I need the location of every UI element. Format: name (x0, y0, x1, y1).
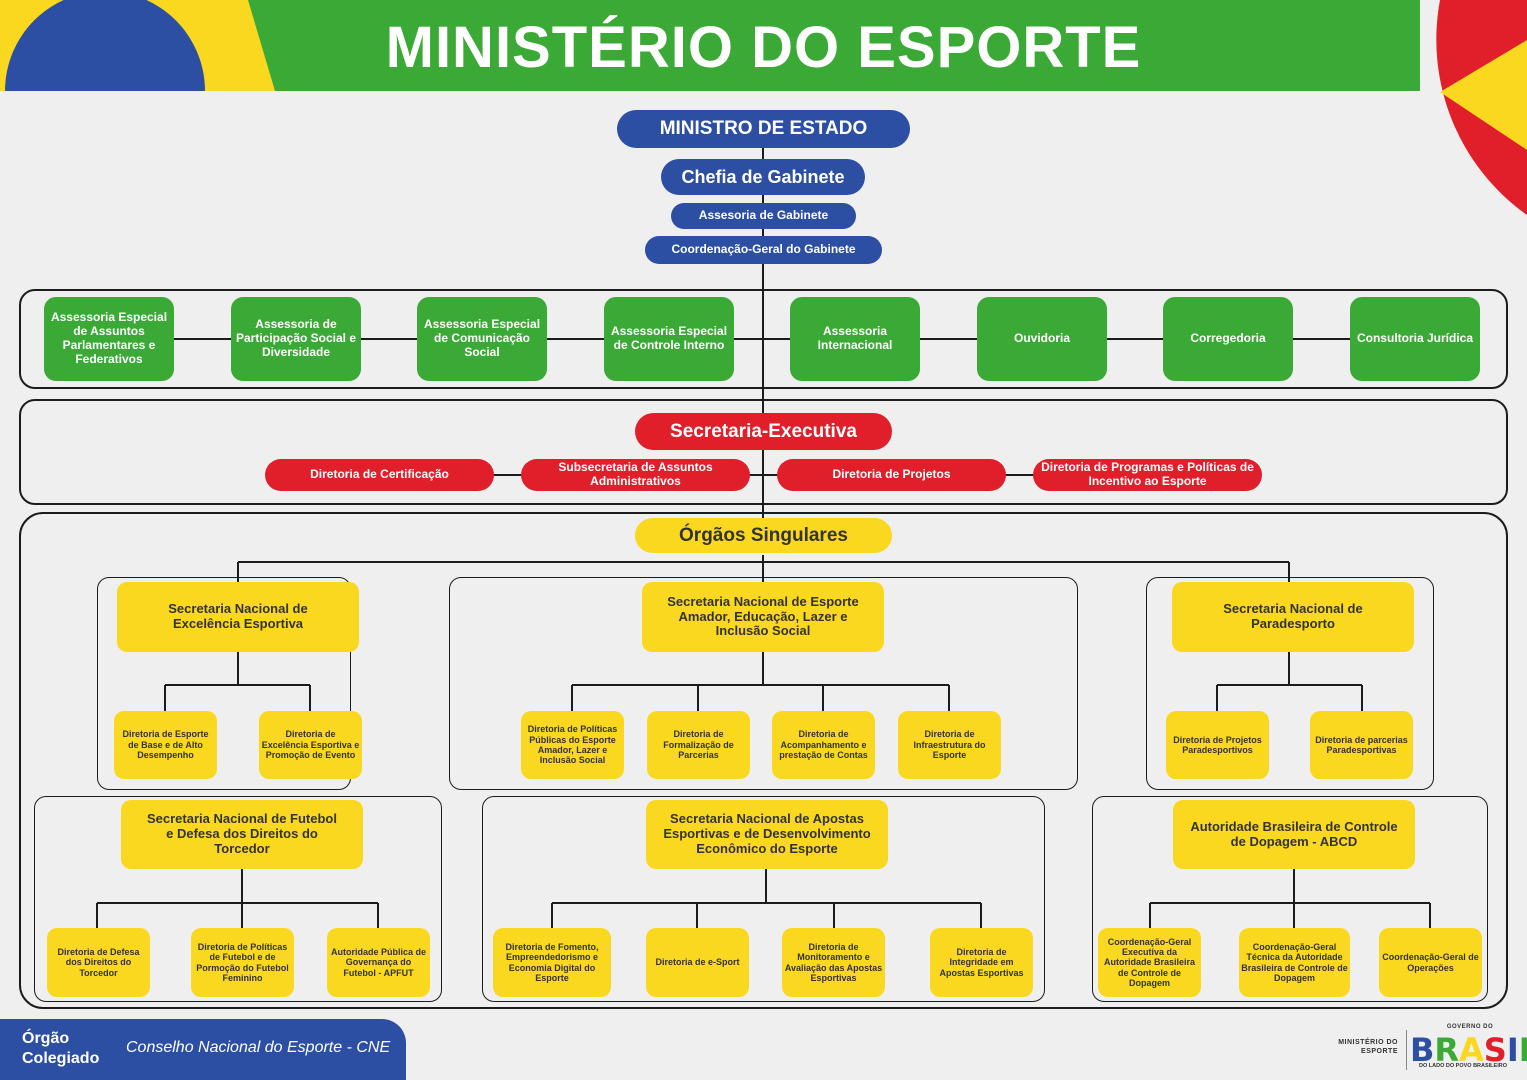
subsecretaria-administrativos-box: Subsecretaria de Assuntos Administrativo… (521, 459, 750, 491)
gov-logo-top: GOVERNO DO (1446, 1024, 1494, 1030)
assessoria-controle-box: Assessoria Especial de Controle Interno (604, 297, 734, 381)
orgao-colegiado-label: Órgão Colegiado (22, 1029, 99, 1069)
logo-divider (1406, 1030, 1407, 1070)
assessoria-internacional-box: Assessoria Internacional (790, 297, 920, 381)
amador-frame (449, 577, 1078, 790)
ministerio-logo-line1: MINISTÉRIO DO (1338, 1039, 1398, 1046)
excelencia-secretaria-box: Secretaria Nacional de Excelência Esport… (117, 582, 359, 652)
futebol-secretaria-box: Secretaria Nacional de Futebol e Defesa … (121, 800, 363, 869)
orgaos-singulares-box: Órgãos Singulares (635, 518, 892, 553)
amador-item-box: Diretoria de Políticas Públicas do Espor… (521, 711, 624, 779)
gov-logo-word: BRASIL (1410, 1031, 1527, 1069)
assessoria-gabinete-box: Assesoria de Gabinete (671, 203, 856, 229)
apostas-secretaria-box: Secretaria Nacional de Apostas Esportiva… (646, 800, 888, 869)
futebol-item-box: Diretoria de Políticas de Futebol e de P… (191, 928, 294, 997)
paradesporto-secretaria-box: Secretaria Nacional de Paradesporto (1172, 582, 1414, 652)
cne-name: Conselho Nacional do Esporte - CNE (126, 1039, 391, 1056)
futebol-item-box: Diretoria de Defesa dos Direitos do Torc… (47, 928, 150, 997)
futebol-item-box: Autoridade Pública de Governança do Fute… (327, 928, 430, 997)
assessoria-participacao-box: Assessoria de Participação Social e Dive… (231, 297, 361, 381)
assessorias-frame (19, 289, 1508, 389)
abcd-secretaria-box: Autoridade Brasileira de Controle de Dop… (1173, 800, 1415, 869)
apostas-item-box: Diretoria de Monitoramento e Avaliação d… (782, 928, 885, 997)
paradesporto-item-box: Diretoria de Projetos Paradesportivos (1166, 711, 1269, 779)
abcd-item-box: Coordenação-Geral Técnica da Autoridade … (1239, 928, 1350, 997)
apostas-item-box: Diretoria de Integridade em Apostas Espo… (930, 928, 1033, 997)
diretoria-certificacao-box: Diretoria de Certificação (265, 459, 494, 491)
amador-secretaria-box: Secretaria Nacional de Esporte Amador, E… (642, 582, 884, 652)
chefia-box: Chefia de Gabinete (661, 159, 865, 195)
executiva-frame (19, 399, 1508, 505)
amador-item-box: Diretoria de Infraestrutura do Esporte (898, 711, 1001, 779)
orgao-colegiado-tab (0, 1019, 406, 1080)
apostas-frame (482, 796, 1045, 1002)
orgao-label-line2: Colegiado (22, 1050, 100, 1067)
paradesporto-item-box: Diretoria de parcerias Paradesportivas (1310, 711, 1413, 779)
abcd-item-box: Coordenação-Geral de Operações (1379, 928, 1482, 997)
futebol-frame (34, 796, 442, 1002)
ministro-box: MINISTRO DE ESTADO (617, 110, 910, 148)
excelencia-frame (97, 577, 351, 790)
page-title: MINISTÉRIO DO ESPORTE (385, 15, 1142, 80)
gov-logo-tagline: DO LADO DO POVO BRASILEIRO (1418, 1063, 1507, 1069)
excelencia-item-box: Diretoria de Esporte de Base e de Alto D… (114, 711, 217, 779)
header-decoration (0, 0, 1527, 215)
consultoria-juridica-box: Consultoria Jurídica (1350, 297, 1480, 381)
amador-item-box: Diretoria de Formalização de Parcerias (647, 711, 750, 779)
abcd-item-box: Coordenação-Geral Executiva da Autoridad… (1098, 928, 1201, 997)
orgaos-frame (19, 512, 1508, 1009)
ouvidoria-box: Ouvidoria (977, 297, 1107, 381)
assessoria-parlamentares-box: Assessoria Especial de Assuntos Parlamen… (44, 297, 174, 381)
secretaria-executiva-box: Secretaria-Executiva (635, 413, 892, 450)
abcd-frame (1092, 796, 1488, 1002)
apostas-item-box: Diretoria de Fomento, Empreendedorismo e… (493, 928, 611, 997)
orgao-label-line1: Órgão (22, 1030, 70, 1047)
assessoria-comunicacao-box: Assessoria Especial de Comunicação Socia… (417, 297, 547, 381)
diretoria-programas-box: Diretoria de Programas e Políticas de In… (1033, 459, 1262, 491)
coordenacao-gabinete-box: Coordenação-Geral do Gabinete (645, 236, 882, 264)
ministerio-logo: MINISTÉRIO DO ESPORTE (1312, 1038, 1398, 1056)
paradesporto-frame (1146, 577, 1434, 790)
apostas-item-box: Diretoria de e-Sport (646, 928, 749, 997)
excelencia-item-box: Diretoria de Excelência Esportiva e Prom… (259, 711, 362, 779)
amador-item-box: Diretoria de Acompanhamento e prestação … (772, 711, 875, 779)
corregedoria-box: Corregedoria (1163, 297, 1293, 381)
ministerio-logo-line2: ESPORTE (1361, 1048, 1398, 1056)
diretoria-projetos-box: Diretoria de Projetos (777, 459, 1006, 491)
